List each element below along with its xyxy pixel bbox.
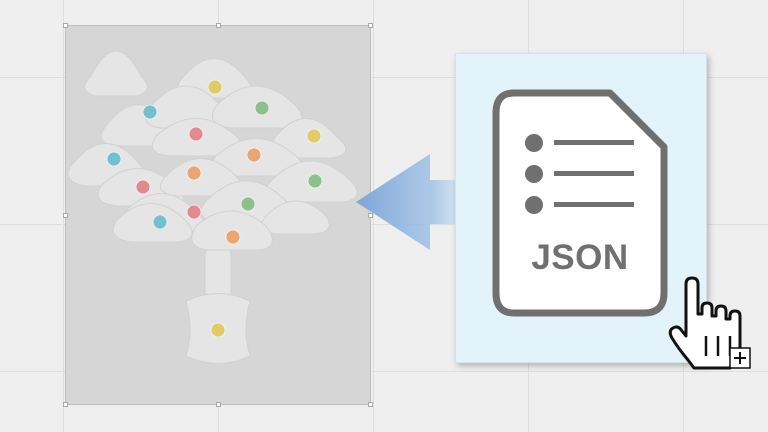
hand-pointer-add-icon [668, 276, 751, 370]
arrow-left-icon [356, 154, 497, 250]
selected-image-frame[interactable] [63, 23, 373, 407]
json-file-card[interactable]: JSON [455, 53, 707, 363]
resize-handle-bottom-right[interactable] [368, 402, 373, 407]
resize-handle-bottom-left[interactable] [63, 402, 68, 407]
tree-diagram-icon [66, 26, 370, 404]
json-file-icon [492, 89, 668, 317]
resize-handle-top-left[interactable] [63, 23, 68, 28]
resize-handle-top-right[interactable] [368, 23, 373, 28]
resize-handle-top[interactable] [216, 23, 221, 28]
resize-handle-bottom[interactable] [216, 402, 221, 407]
json-label: JSON [531, 238, 629, 277]
resize-handle-right[interactable] [368, 213, 373, 218]
resize-handle-left[interactable] [63, 213, 68, 218]
